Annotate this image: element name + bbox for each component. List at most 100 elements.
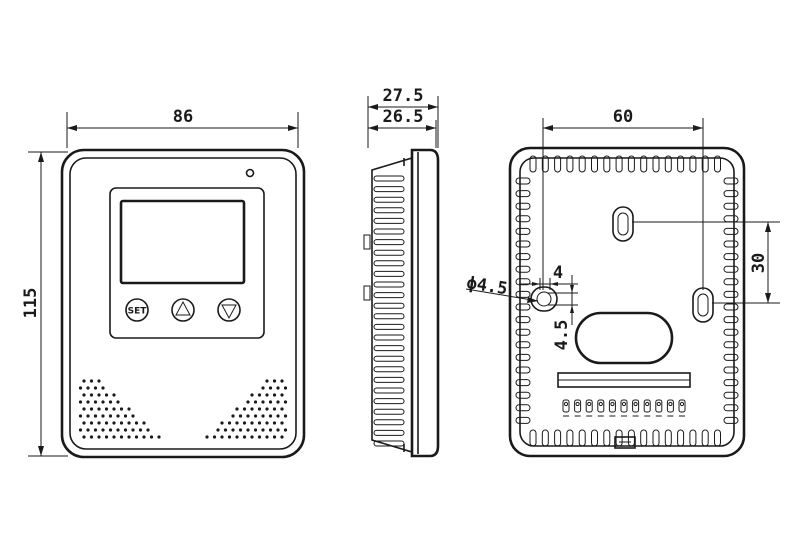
speaker-hole xyxy=(82,393,86,397)
speaker-hole xyxy=(268,386,273,390)
speaker-hole xyxy=(220,435,224,439)
speaker-hole xyxy=(108,428,113,432)
side-fin xyxy=(373,440,405,447)
speaker-hole xyxy=(268,414,273,418)
side-fin xyxy=(373,323,405,330)
speaker-grille-left xyxy=(78,379,161,439)
vent-slot xyxy=(723,202,739,210)
side-fin xyxy=(373,292,405,299)
speaker-hole xyxy=(112,421,116,425)
vent-slot xyxy=(515,202,531,210)
side-fin xyxy=(373,387,405,394)
speaker-hole xyxy=(101,400,105,404)
speaker-hole xyxy=(272,379,277,383)
speaker-hole xyxy=(146,428,150,432)
vent-slot xyxy=(515,290,531,298)
terminal-screw xyxy=(678,399,686,413)
speaker-hole xyxy=(127,407,131,411)
mounting-hole-right xyxy=(692,287,714,323)
vent-slot xyxy=(714,155,721,173)
vent-slot xyxy=(554,155,562,173)
down-button[interactable] xyxy=(217,298,241,322)
vent-slot xyxy=(515,215,531,223)
speaker-hole xyxy=(261,414,265,418)
dimension-slot-width: 4 xyxy=(520,263,578,290)
speaker-hole xyxy=(82,407,86,411)
speaker-hole xyxy=(235,421,239,425)
speaker-hole xyxy=(119,421,124,425)
front-view: SET 86 115 xyxy=(21,107,306,459)
speaker-hole xyxy=(250,421,254,425)
vent-slot xyxy=(529,155,537,173)
speaker-hole xyxy=(261,386,265,390)
speaker-hole xyxy=(246,400,250,404)
speaker-hole xyxy=(108,400,113,404)
side-fin xyxy=(373,217,405,224)
speaker-hole xyxy=(246,414,250,418)
vent-slot xyxy=(723,265,739,273)
side-fin xyxy=(373,355,405,362)
speaker-hole xyxy=(227,435,232,439)
vent-slot xyxy=(723,227,739,235)
speaker-hole xyxy=(257,393,262,397)
back-vent-slots xyxy=(515,155,739,447)
speaker-hole xyxy=(119,435,124,439)
vent-slot xyxy=(723,391,739,399)
down-arrow-icon xyxy=(221,304,237,320)
vent-slot xyxy=(723,404,739,412)
speaker-hole xyxy=(250,407,254,411)
speaker-hole xyxy=(127,421,131,425)
vent-slot xyxy=(578,155,586,173)
set-button[interactable]: SET xyxy=(125,298,149,322)
vent-slot xyxy=(627,429,635,447)
speaker-hole xyxy=(235,407,239,411)
speaker-hole xyxy=(276,400,280,404)
vent-slot xyxy=(515,328,531,336)
speaker-hole xyxy=(89,407,94,411)
speaker-hole xyxy=(157,435,161,439)
vent-slot xyxy=(603,155,611,173)
speaker-hole xyxy=(220,421,224,425)
vent-slot xyxy=(515,303,531,311)
speaker-hole xyxy=(101,386,105,390)
speaker-hole xyxy=(272,407,277,411)
speaker-hole xyxy=(97,421,101,425)
side-fin xyxy=(373,239,405,246)
dimension-width: 86 xyxy=(66,107,299,148)
speaker-hole xyxy=(261,400,265,404)
speaker-hole xyxy=(149,435,154,439)
speaker-hole xyxy=(101,428,105,432)
vent-slot xyxy=(723,253,739,261)
front-indicator-light xyxy=(245,168,255,178)
hole-diameter-label: ϕ4.5 xyxy=(465,273,509,299)
vent-slot xyxy=(652,429,660,447)
speaker-hole xyxy=(280,407,284,411)
speaker-hole xyxy=(276,386,280,390)
vent-slot xyxy=(529,429,537,447)
vent-slot xyxy=(515,391,531,399)
vent-slot xyxy=(515,278,531,286)
vent-slot xyxy=(515,316,531,324)
speaker-hole xyxy=(86,428,90,432)
speaker-hole xyxy=(134,435,139,439)
up-button[interactable] xyxy=(171,298,195,322)
vent-slot xyxy=(664,155,672,173)
speaker-hole xyxy=(283,400,288,404)
vent-slot xyxy=(515,265,531,273)
vent-slot xyxy=(591,429,598,447)
terminal-screw xyxy=(597,399,605,413)
speaker-hole xyxy=(265,379,269,383)
side-fin xyxy=(373,186,405,193)
speaker-hole xyxy=(123,428,128,432)
speaker-hole xyxy=(283,386,288,390)
mounting-hole-left xyxy=(530,286,558,312)
vent-slot xyxy=(652,155,660,173)
vent-slot xyxy=(515,366,531,374)
speaker-hole xyxy=(250,393,254,397)
speaker-hole xyxy=(276,414,280,418)
dimension-depth-inner: 26.5 xyxy=(368,107,437,148)
terminal-screw xyxy=(632,399,640,413)
speaker-hole xyxy=(89,435,94,439)
vent-slot xyxy=(627,155,635,173)
speaker-hole xyxy=(283,428,288,432)
